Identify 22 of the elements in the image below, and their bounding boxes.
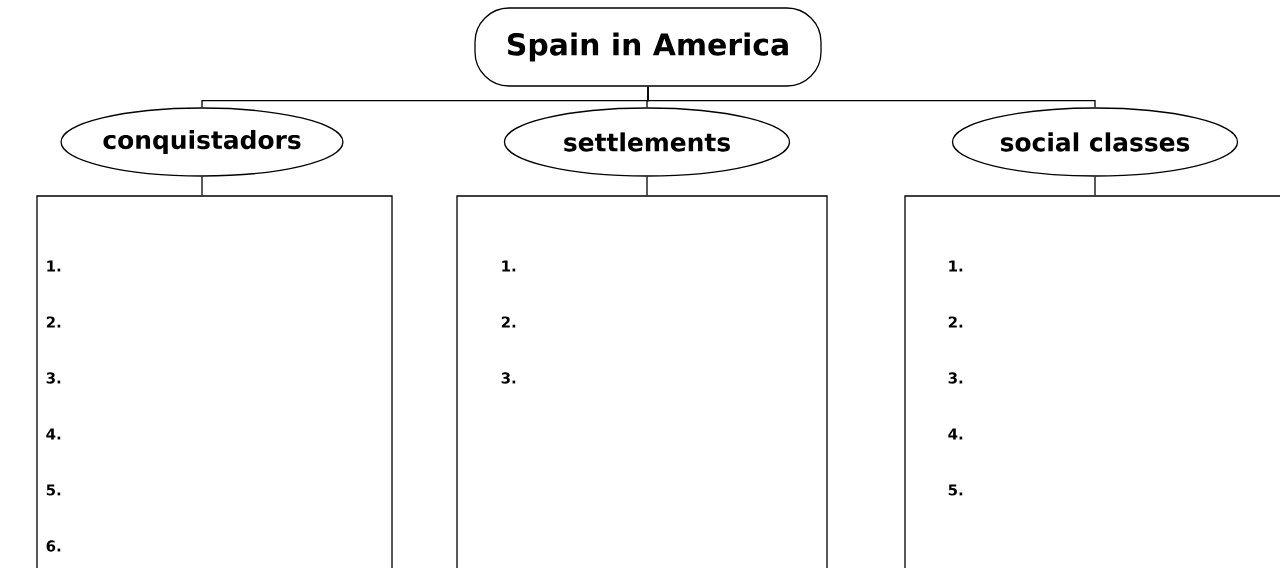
topic-oval: settlements	[503, 107, 791, 177]
list-number: 4.	[46, 428, 61, 440]
list-number: 1.	[47, 260, 61, 272]
list-number: 5.	[46, 484, 61, 496]
connector-line	[647, 86, 1096, 108]
list-number: 2.	[501, 316, 516, 328]
title-box: Spain in America	[474, 7, 822, 87]
topic-oval: conquistadors	[60, 107, 344, 177]
list-number: 2.	[948, 316, 963, 328]
list-number: 3.	[948, 372, 963, 384]
list-number: 6.	[46, 540, 61, 552]
list-number: 5.	[948, 484, 963, 496]
connector-line	[646, 176, 648, 196]
connector-line	[1094, 176, 1096, 196]
list-number: 3.	[46, 372, 61, 384]
connector-line	[201, 176, 203, 196]
list-number: 1.	[502, 260, 516, 272]
list-number: 4.	[948, 428, 963, 440]
list-number: 3.	[501, 372, 516, 384]
topic-oval: social classes	[951, 107, 1239, 177]
list-number: 2.	[46, 316, 61, 328]
list-number: 1.	[949, 260, 963, 272]
